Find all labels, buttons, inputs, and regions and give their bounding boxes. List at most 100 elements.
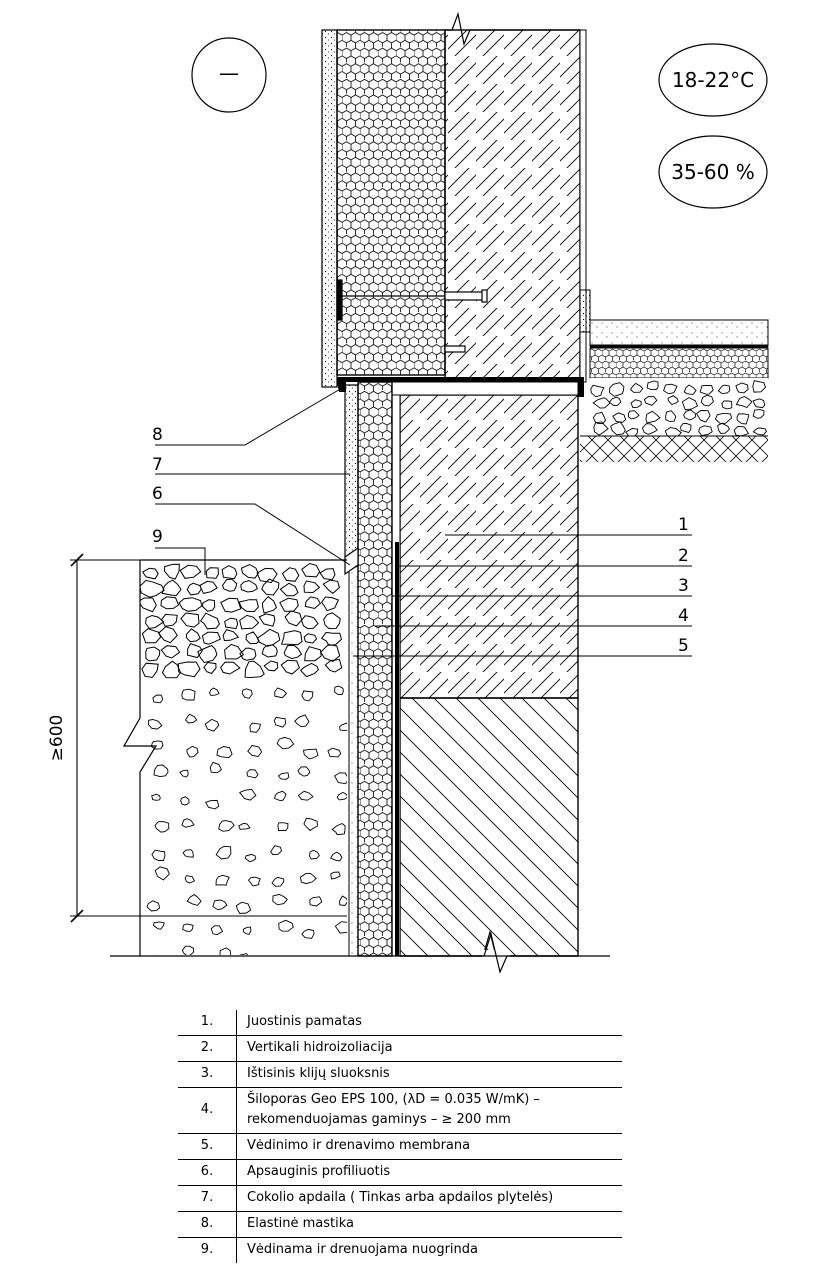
gravel-stone (683, 384, 697, 395)
gravel-stone (186, 894, 202, 906)
legend-number: 1. (178, 1010, 237, 1036)
gravel-stone (151, 793, 161, 801)
gravel-stone (663, 383, 678, 395)
starter-profile (337, 377, 582, 382)
gravel-stone (184, 713, 198, 724)
drainage-membrane (348, 564, 359, 957)
legend-row: 2.Vertikali hidroizoliacija (178, 1035, 622, 1062)
gravel-stone (146, 900, 161, 912)
gravel-stone (157, 626, 178, 644)
gravel-stone (733, 425, 750, 436)
gravel-stone (735, 395, 753, 409)
gravel-stone (273, 716, 287, 728)
gravel-stone (592, 397, 611, 409)
gravel-stone (154, 821, 170, 833)
gravel-stone (160, 645, 181, 659)
gravel-stone (334, 685, 344, 696)
gravel-stone (239, 953, 249, 955)
right-callouts (353, 534, 692, 657)
gravel-stone (220, 661, 241, 675)
perimeter-insulation (357, 381, 393, 957)
callout-1: 1 (678, 515, 689, 535)
gravel-stone (150, 740, 164, 750)
gravel-stone (280, 630, 303, 646)
legend-text: Elastinė mastika (236, 1211, 622, 1238)
humidity-badge: 35-60 % (658, 135, 768, 209)
gravel-stone (140, 579, 165, 598)
legend-number: 9. (178, 1237, 237, 1263)
gravel-stone (339, 895, 347, 906)
gravel-stone (179, 564, 202, 579)
gravel-stone (182, 849, 194, 858)
callout-7: 7 (152, 455, 163, 475)
vertical-waterproofing (395, 542, 399, 956)
callout-4: 4 (678, 606, 689, 626)
gravel-stone (185, 628, 201, 643)
gravel-stone (152, 694, 164, 704)
gravel-stone (182, 923, 194, 932)
gravel-stone (274, 687, 288, 699)
legend-text: Šiloporas Geo EPS 100, (λD = 0.035 W/mK)… (247, 1092, 540, 1107)
gravel-stone (152, 921, 165, 930)
gravel-stone (245, 631, 260, 645)
gravel-stone (699, 385, 714, 395)
gravel-stone (630, 382, 644, 393)
gravel-stone (216, 746, 233, 759)
gravel-stone (752, 409, 765, 419)
gravel-stone (212, 899, 228, 911)
gravel-stone (256, 567, 278, 584)
gravel-stone (284, 610, 303, 627)
orientation-badge-text: — (219, 61, 239, 85)
legend-row: 4.Šiloporas Geo EPS 100, (λD = 0.035 W/m… (178, 1087, 622, 1134)
gravel-stone (151, 849, 166, 861)
legend-row: 8.Elastinė mastika (178, 1211, 622, 1238)
gravel-stone (220, 597, 242, 613)
callout-6: 6 (152, 484, 163, 504)
gravel-stone (301, 690, 314, 702)
depth-dimension: ≥600 (47, 553, 140, 923)
gravel-stone (261, 578, 280, 596)
gravel-stone (294, 714, 310, 728)
gravel-stone (181, 818, 195, 828)
gravel-stone (300, 615, 319, 630)
legend-text: Ištisinis klijų sluoksnis (236, 1061, 622, 1088)
gravel-stone (202, 599, 216, 612)
gravel-stone (627, 410, 640, 420)
construction-detail-drawing: ≥600 — 18-22°C 35-60 % 8 7 6 9 1 2 3 4 5 (47, 11, 769, 974)
gravel-stone (261, 595, 277, 614)
gravel-stone (238, 788, 257, 801)
gravel-stone (161, 613, 178, 627)
gravel-stone (333, 772, 347, 785)
gravel-stone (303, 580, 321, 594)
gravel-stone (612, 412, 627, 423)
gravel-stone (270, 845, 283, 855)
gravel-stone (714, 412, 733, 424)
gravel-stone (246, 769, 259, 779)
gravel-stone (239, 647, 257, 661)
gravel-stone (199, 580, 218, 594)
gravel-stone (215, 845, 232, 860)
gravel-stone (330, 871, 341, 880)
wall-render (321, 29, 338, 388)
gravel-stone (279, 582, 299, 597)
gravel-stone (323, 612, 341, 630)
gravel-stone (281, 567, 300, 582)
gravel-stone (238, 822, 251, 830)
gravel-stone (181, 688, 196, 701)
legend-text: Cokolio apdaila ( Tinkas arba apdailos p… (236, 1185, 622, 1212)
gravel-stone (224, 643, 245, 660)
gravel-stone (309, 849, 320, 860)
gravel-stone (204, 718, 220, 732)
gravel-stone (330, 851, 343, 862)
legend-row: 7.Cokolio apdaila ( Tinkas arba apdailos… (178, 1185, 622, 1212)
callout-3: 3 (678, 576, 689, 596)
left-callouts (155, 387, 351, 575)
gravel-stone (240, 563, 259, 579)
legend-text: Apsauginis profiliuotis (236, 1159, 622, 1186)
plinth-render (344, 384, 359, 558)
wall-insulation (336, 29, 446, 376)
gravel-stone (238, 599, 259, 613)
gravel-stone (271, 876, 285, 887)
gravel-stone (177, 661, 201, 678)
gravel-stone (643, 396, 658, 406)
